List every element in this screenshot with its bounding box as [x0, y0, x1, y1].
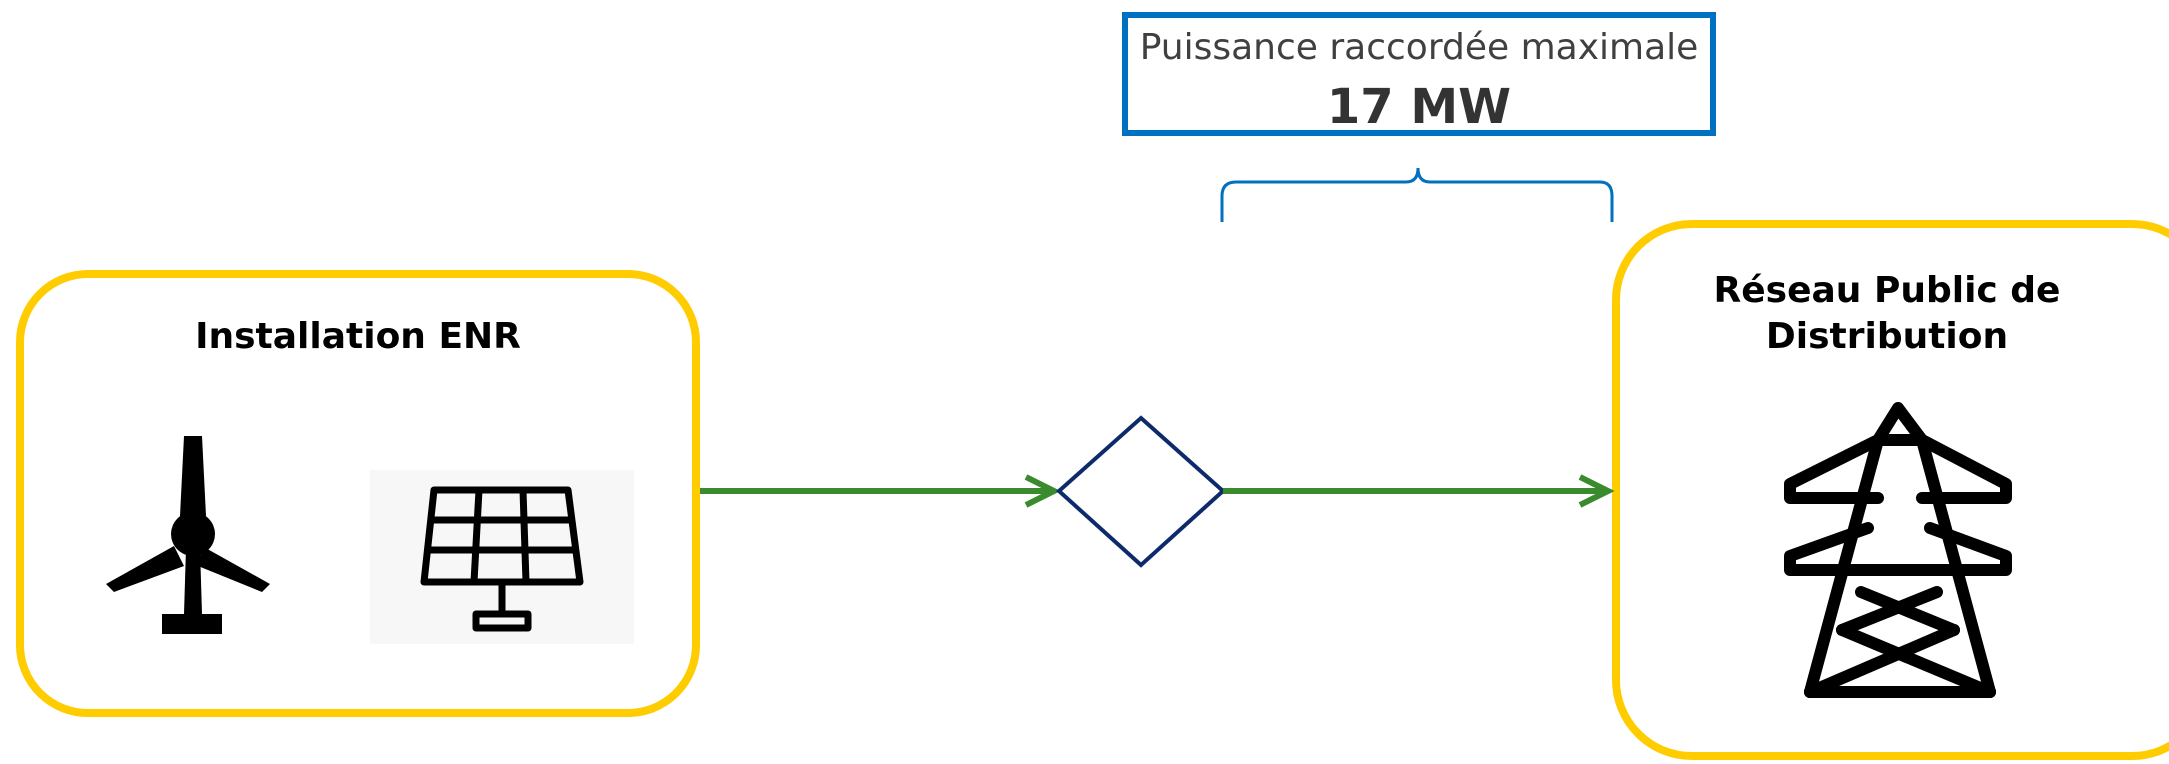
flow-arrow-1 [700, 474, 1061, 508]
pylon-icon [1784, 402, 2012, 698]
reseau-public-box: Réseau Public de Distribution [1612, 220, 2169, 760]
reseau-title-line2: Distribution [1765, 316, 2009, 357]
reseau-title: Réseau Public de Distribution [1620, 268, 2154, 360]
max-power-box: Puissance raccordée maximale 17 MW [1122, 12, 1716, 136]
max-power-label: Puissance raccordée maximale [1139, 27, 1699, 68]
wind-turbine-icon [106, 436, 270, 634]
brace [1220, 167, 1614, 222]
reseau-title-line1: Réseau Public de [1713, 270, 2061, 311]
max-power-value: 17 MW [1326, 79, 1512, 135]
installation-title: Installation ENR [195, 316, 521, 357]
flow-arrow-2 [1223, 474, 1615, 508]
solar-panel-icon [420, 486, 584, 632]
connection-point-diamond [1056, 415, 1226, 568]
